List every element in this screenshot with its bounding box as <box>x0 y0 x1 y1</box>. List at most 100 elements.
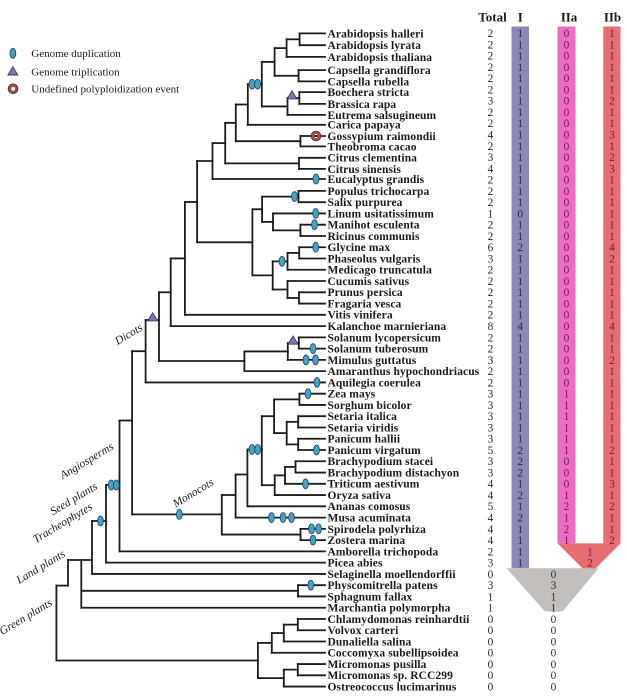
svg-text:1: 1 <box>564 389 570 401</box>
svg-text:Triticum aestivum: Triticum aestivum <box>328 479 420 491</box>
svg-text:Setaria viridis: Setaria viridis <box>328 422 399 434</box>
svg-text:3: 3 <box>488 152 494 164</box>
svg-text:1: 1 <box>564 422 570 434</box>
svg-text:3: 3 <box>488 422 494 434</box>
svg-text:Gossypium raimondii: Gossypium raimondii <box>328 131 437 143</box>
svg-text:Fragaria vesca: Fragaria vesca <box>328 298 402 310</box>
svg-text:0: 0 <box>551 636 557 648</box>
svg-text:1: 1 <box>517 535 523 547</box>
svg-text:1: 1 <box>517 558 523 570</box>
svg-text:Theobroma cacao: Theobroma cacao <box>328 141 417 153</box>
svg-text:1: 1 <box>517 118 523 130</box>
svg-text:1: 1 <box>517 344 523 356</box>
svg-text:2: 2 <box>488 73 494 85</box>
svg-text:Amaranthus hypochondriacus: Amaranthus hypochondriacus <box>328 366 480 378</box>
svg-text:0: 0 <box>551 648 557 660</box>
svg-text:0: 0 <box>564 163 570 175</box>
svg-text:0: 0 <box>564 253 570 265</box>
svg-text:2: 2 <box>488 377 494 389</box>
svg-text:1: 1 <box>517 175 523 187</box>
svg-text:Volvox carteri: Volvox carteri <box>328 625 400 637</box>
svg-text:0: 0 <box>564 96 570 108</box>
svg-text:2: 2 <box>488 28 494 40</box>
svg-text:Undefined polyploidization eve: Undefined polyploidization event <box>31 84 179 96</box>
svg-text:Panicum virgatum: Panicum virgatum <box>328 445 422 457</box>
svg-text:0: 0 <box>564 310 570 322</box>
svg-text:1: 1 <box>609 265 615 277</box>
svg-text:0: 0 <box>488 659 494 671</box>
svg-text:1: 1 <box>609 422 615 434</box>
svg-text:2: 2 <box>517 445 523 457</box>
svg-text:1: 1 <box>517 422 523 434</box>
svg-text:2: 2 <box>517 513 523 525</box>
svg-text:1: 1 <box>587 546 593 558</box>
svg-text:0: 0 <box>551 625 557 637</box>
svg-text:2: 2 <box>488 62 494 74</box>
svg-text:1: 1 <box>609 84 615 96</box>
svg-text:1: 1 <box>609 287 615 299</box>
svg-text:2: 2 <box>609 96 615 108</box>
svg-text:2: 2 <box>609 501 615 513</box>
svg-text:Setaria italica: Setaria italica <box>328 411 398 423</box>
svg-text:4: 4 <box>517 321 523 333</box>
svg-text:0: 0 <box>564 242 570 254</box>
svg-text:2: 2 <box>517 456 523 468</box>
svg-text:4: 4 <box>488 490 494 502</box>
svg-text:0: 0 <box>564 265 570 277</box>
svg-text:2: 2 <box>609 535 615 547</box>
svg-text:Genome duplication: Genome duplication <box>31 48 121 60</box>
svg-text:1: 1 <box>488 208 494 220</box>
svg-text:3: 3 <box>609 479 615 491</box>
svg-text:Marchantia polymorpha: Marchantia polymorpha <box>328 603 451 615</box>
svg-text:2: 2 <box>488 287 494 299</box>
svg-text:Brachypodium stacei: Brachypodium stacei <box>328 456 434 468</box>
svg-text:3: 3 <box>488 411 494 423</box>
svg-text:Prunus persica: Prunus persica <box>328 287 403 299</box>
svg-text:2: 2 <box>488 344 494 356</box>
svg-text:1: 1 <box>517 411 523 423</box>
svg-text:0: 0 <box>564 321 570 333</box>
svg-text:1: 1 <box>609 434 615 446</box>
svg-text:Ricinus communis: Ricinus communis <box>328 231 420 243</box>
svg-text:0: 0 <box>551 681 557 693</box>
svg-text:5: 5 <box>488 501 494 513</box>
svg-text:0: 0 <box>564 479 570 491</box>
svg-text:0: 0 <box>564 73 570 85</box>
svg-text:Cucumis sativus: Cucumis sativus <box>328 276 410 288</box>
svg-text:1: 1 <box>517 355 523 367</box>
svg-text:4: 4 <box>609 242 615 254</box>
svg-text:2: 2 <box>609 355 615 367</box>
svg-text:0: 0 <box>564 332 570 344</box>
svg-text:2: 2 <box>517 467 523 479</box>
svg-text:1: 1 <box>517 377 523 389</box>
svg-text:Arabidopsis halleri: Arabidopsis halleri <box>328 28 425 40</box>
svg-text:1: 1 <box>609 39 615 51</box>
svg-text:0: 0 <box>564 51 570 63</box>
svg-text:0: 0 <box>564 186 570 198</box>
svg-text:Brachypodium distachyon: Brachypodium distachyon <box>328 467 460 479</box>
svg-text:2: 2 <box>564 524 570 536</box>
svg-text:1: 1 <box>609 467 615 479</box>
svg-text:Manihot esculenta: Manihot esculenta <box>328 220 420 232</box>
svg-text:2: 2 <box>488 231 494 243</box>
svg-text:Citrus clementina: Citrus clementina <box>328 153 418 165</box>
svg-text:Total: Total <box>478 10 507 25</box>
svg-text:1: 1 <box>517 231 523 243</box>
svg-text:1: 1 <box>517 276 523 288</box>
svg-text:2: 2 <box>488 546 494 558</box>
svg-text:1: 1 <box>517 129 523 141</box>
svg-text:0: 0 <box>488 569 494 581</box>
svg-text:1: 1 <box>517 332 523 344</box>
svg-text:1: 1 <box>609 389 615 401</box>
svg-text:1: 1 <box>609 118 615 130</box>
svg-text:0: 0 <box>564 456 570 468</box>
svg-text:1: 1 <box>517 28 523 40</box>
svg-text:3: 3 <box>488 580 494 592</box>
svg-text:0: 0 <box>488 636 494 648</box>
svg-text:1: 1 <box>564 513 570 525</box>
svg-text:Aquilegia coerulea: Aquilegia coerulea <box>328 377 422 389</box>
svg-text:1: 1 <box>609 73 615 85</box>
svg-text:1: 1 <box>488 591 494 603</box>
svg-text:0: 0 <box>551 569 557 581</box>
svg-text:8: 8 <box>488 321 494 333</box>
